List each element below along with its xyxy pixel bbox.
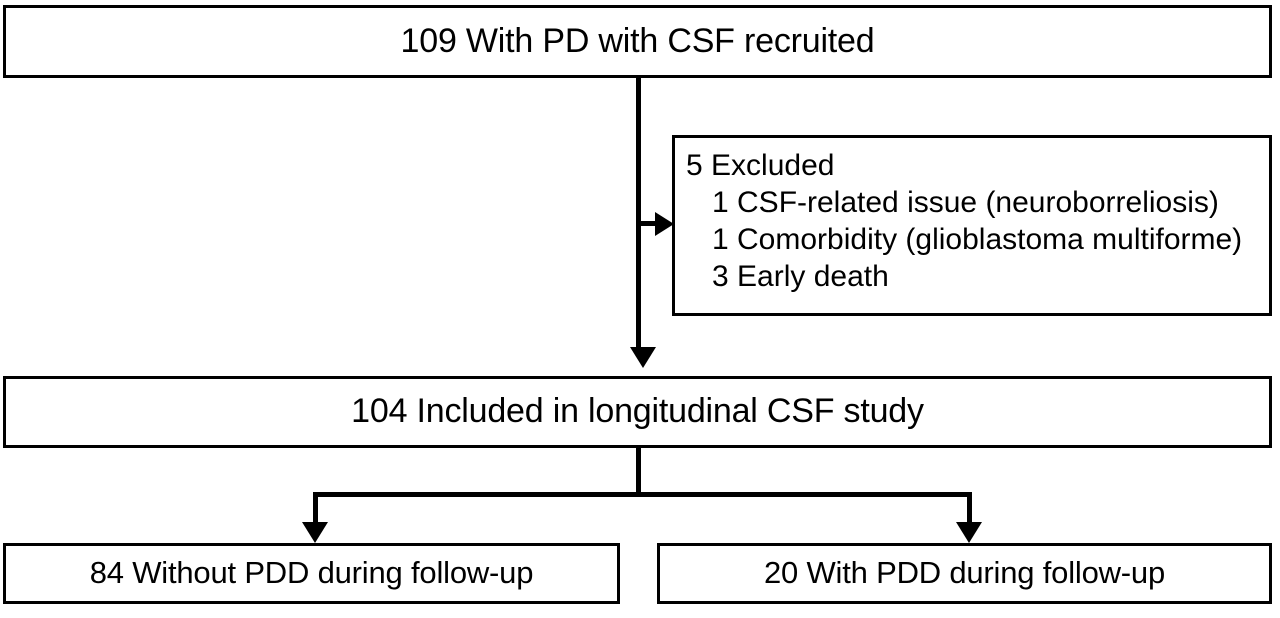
connector-to-with-pdd bbox=[967, 492, 972, 526]
connector-recruited-to-included bbox=[636, 78, 641, 347]
node-included-label: 104 Included in longitudinal CSF study bbox=[351, 392, 924, 431]
node-with-pdd: 20 With PDD during follow-up bbox=[657, 543, 1272, 604]
node-without-pdd: 84 Without PDD during follow-up bbox=[3, 543, 620, 604]
node-without-pdd-label: 84 Without PDD during follow-up bbox=[89, 555, 534, 591]
arrowhead-down-icon bbox=[302, 522, 328, 543]
arrowhead-down-icon bbox=[630, 347, 656, 368]
connector-to-without-pdd bbox=[313, 492, 318, 526]
node-recruited-label: 109 With PD with CSF recruited bbox=[400, 21, 875, 60]
excluded-header: 5 Excluded bbox=[686, 149, 835, 182]
connector-included-to-split bbox=[636, 448, 641, 496]
node-with-pdd-label: 20 With PDD during follow-up bbox=[763, 555, 1166, 591]
connector-to-excluded bbox=[636, 221, 658, 226]
excluded-reason-item: 3 Early death bbox=[712, 260, 889, 293]
node-included: 104 Included in longitudinal CSF study bbox=[3, 376, 1272, 448]
arrowhead-right-icon bbox=[655, 212, 674, 236]
excluded-reason-item: 1 Comorbidity (glioblastoma multiforme) bbox=[712, 223, 1243, 256]
excluded-reason-item: 1 CSF-related issue (neuroborreliosis) bbox=[712, 186, 1219, 219]
arrowhead-down-icon bbox=[956, 522, 982, 543]
connector-split-bar bbox=[313, 492, 972, 497]
node-recruited: 109 With PD with CSF recruited bbox=[3, 5, 1272, 78]
node-excluded: 5 Excluded 1 CSF-related issue (neurobor… bbox=[672, 135, 1272, 316]
